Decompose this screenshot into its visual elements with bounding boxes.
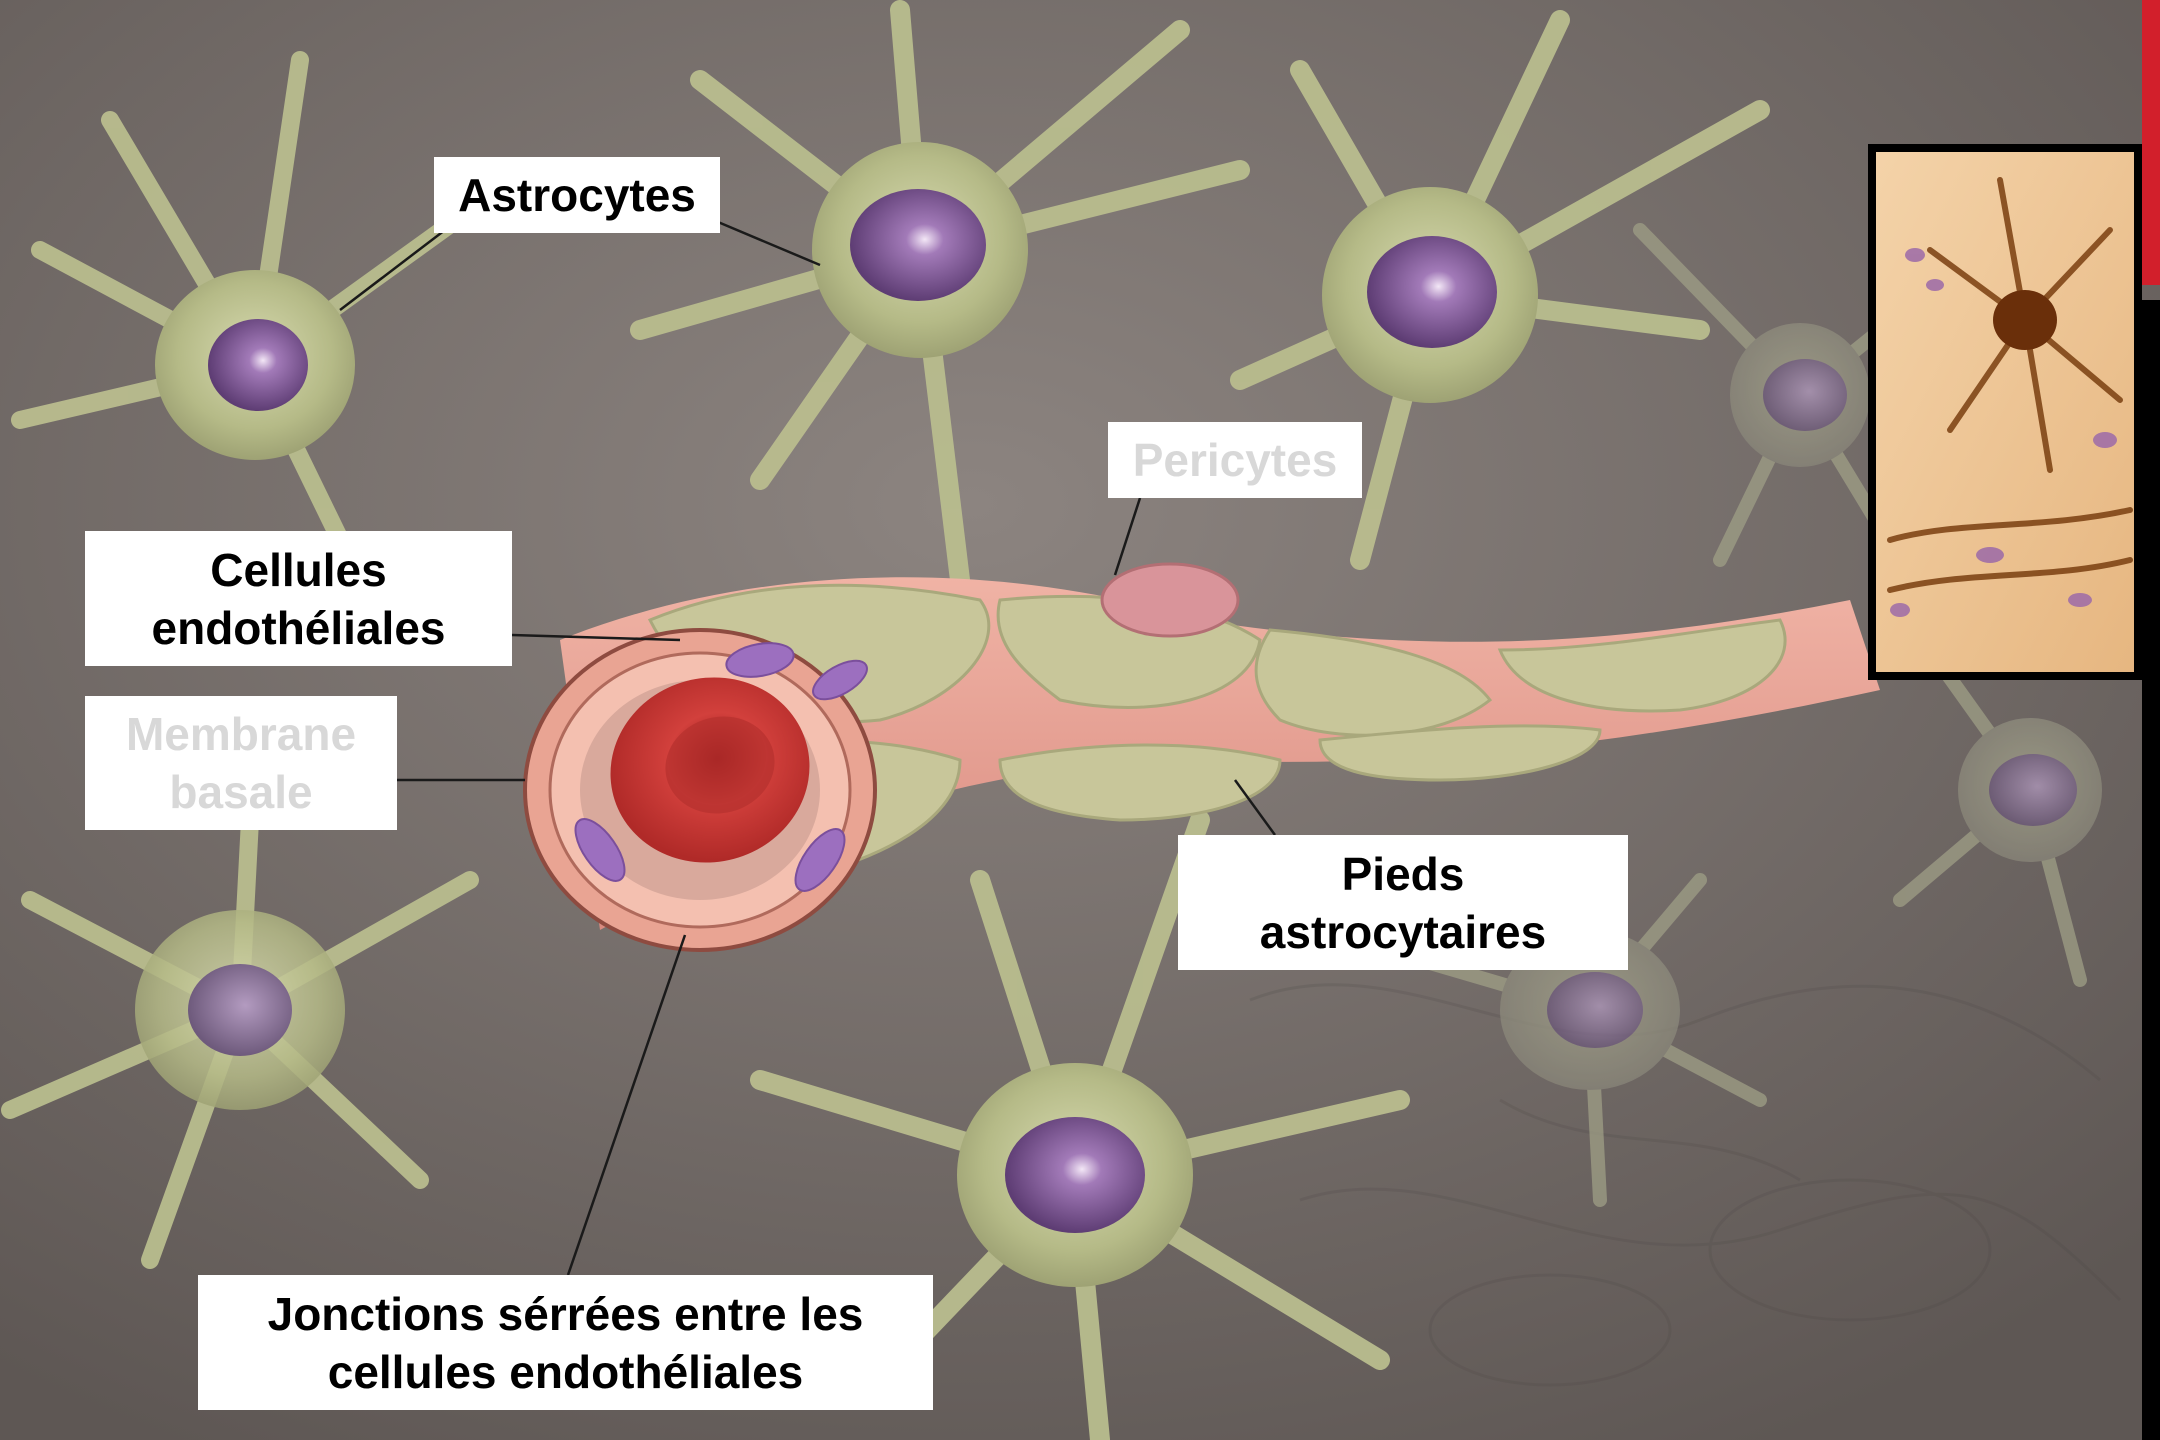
label-endothelial-line-2: endothéliales <box>152 599 446 657</box>
label-basement-membrane: Membrane basale <box>85 696 397 830</box>
label-junctions-line-1: Jonctions sérrées entre les <box>268 1285 864 1343</box>
accent-bar-red <box>2142 0 2160 285</box>
label-tight-junctions: Jonctions sérrées entre les cellules end… <box>198 1275 933 1410</box>
label-junctions-line-2: cellules endothéliales <box>328 1343 804 1401</box>
label-pericytes: Pericytes <box>1108 422 1362 498</box>
micrograph-inset <box>1872 148 2138 676</box>
label-feet-line-1: Pieds <box>1342 845 1465 903</box>
label-pericytes-text: Pericytes <box>1133 431 1338 489</box>
label-astrocyte-feet: Pieds astrocytaires <box>1178 835 1628 970</box>
label-endothelial-line-1: Cellules <box>210 541 386 599</box>
label-membrane-line-1: Membrane <box>126 705 356 763</box>
accent-bar-black <box>2142 300 2160 1440</box>
label-feet-line-2: astrocytaires <box>1260 903 1546 961</box>
label-astrocytes: Astrocytes <box>434 157 720 233</box>
label-membrane-line-2: basale <box>169 763 312 821</box>
label-endothelial-cells: Cellules endothéliales <box>85 531 512 666</box>
label-astrocytes-text: Astrocytes <box>458 166 696 224</box>
